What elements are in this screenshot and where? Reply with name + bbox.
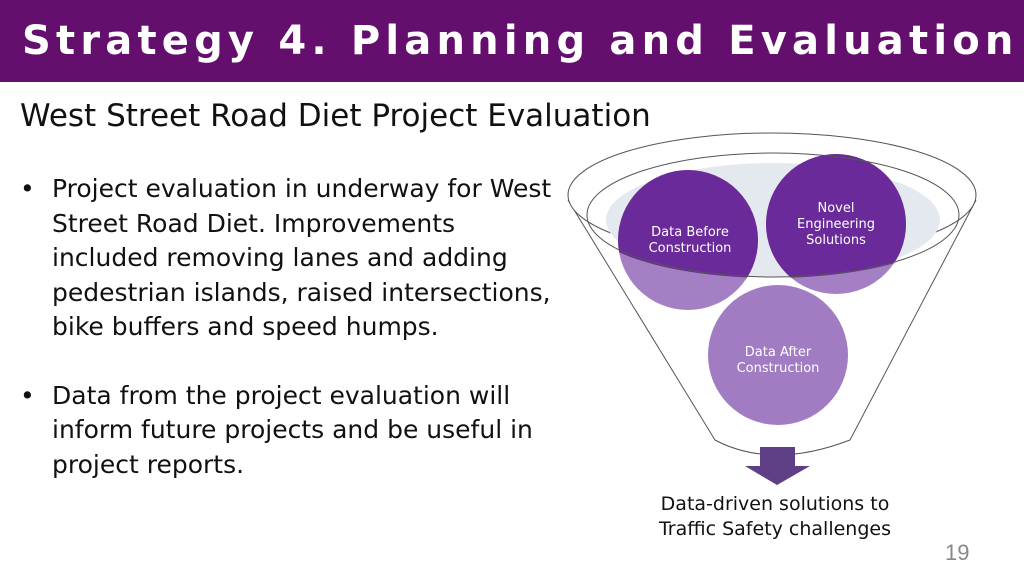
circle-label: Construction bbox=[737, 361, 820, 376]
circle-data-before bbox=[618, 170, 758, 310]
bullet-item: Data from the project evaluation will in… bbox=[20, 379, 560, 483]
funnel-inner-rim bbox=[586, 152, 960, 278]
circle-label: Data After bbox=[745, 345, 812, 360]
funnel-caption: Data-driven solutions to Traffic Safety … bbox=[620, 492, 930, 542]
slide-subtitle: West Street Road Diet Project Evaluation bbox=[20, 98, 651, 134]
bullet-item: Project evaluation in underway for West … bbox=[20, 172, 560, 345]
circle-novel-engineering bbox=[766, 154, 906, 294]
circle-label: Solutions bbox=[806, 233, 866, 248]
circle-label: Novel bbox=[818, 201, 855, 216]
title-bar: Strategy 4. Planning and Evaluation bbox=[0, 0, 1024, 82]
caption-line: Data-driven solutions to bbox=[660, 493, 890, 515]
circle-label: Data Before bbox=[651, 225, 729, 240]
circle-label: Engineering bbox=[797, 217, 875, 232]
circle-label: Construction bbox=[649, 241, 732, 256]
slide-title: Strategy 4. Planning and Evaluation bbox=[22, 18, 1019, 64]
circle-data-after bbox=[708, 285, 848, 425]
page-number: 19 bbox=[945, 540, 970, 565]
caption-line: Traffic Safety challenges bbox=[658, 518, 891, 540]
down-arrow-icon bbox=[745, 447, 810, 485]
bullet-list: Project evaluation in underway for West … bbox=[20, 172, 560, 516]
